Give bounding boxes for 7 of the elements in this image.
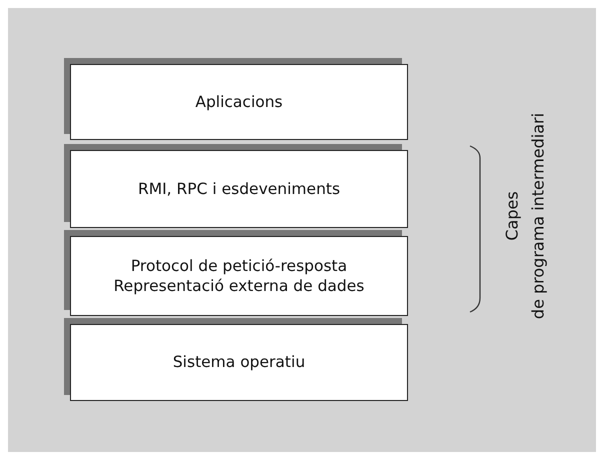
layer-label: Representació externa de dades	[114, 276, 364, 296]
layer-label: RMI, RPC i esdeveniments	[138, 178, 340, 200]
bracket-label: Capes	[502, 191, 522, 241]
layer-label: Protocol de petició-resposta	[130, 256, 348, 276]
bracket-label: de programa intermediari	[528, 112, 548, 320]
layer-label: Sistema operatiu	[172, 352, 306, 373]
layer-label: Aplicacions	[195, 92, 283, 112]
